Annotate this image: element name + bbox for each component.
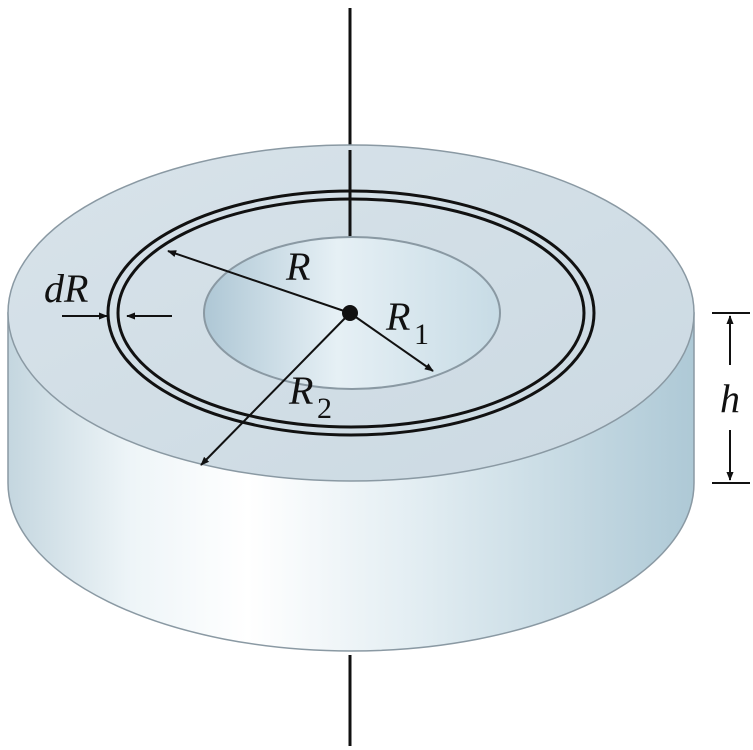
thin-ring-outer-edge (106, 189, 596, 437)
label-R: R (285, 244, 310, 289)
label-dR: dR (44, 266, 88, 311)
thin-ring-inner-edge (116, 197, 586, 429)
radius-R2-arrow (200, 312, 351, 466)
label-R1: R (385, 294, 410, 339)
label-R2: R (288, 368, 313, 413)
label-R2-subscript: 2 (317, 392, 332, 425)
radius-R1-arrow (349, 312, 434, 372)
radius-R-arrow (167, 250, 351, 314)
label-R1-subscript: 1 (414, 318, 429, 351)
label-h: h (720, 376, 740, 421)
